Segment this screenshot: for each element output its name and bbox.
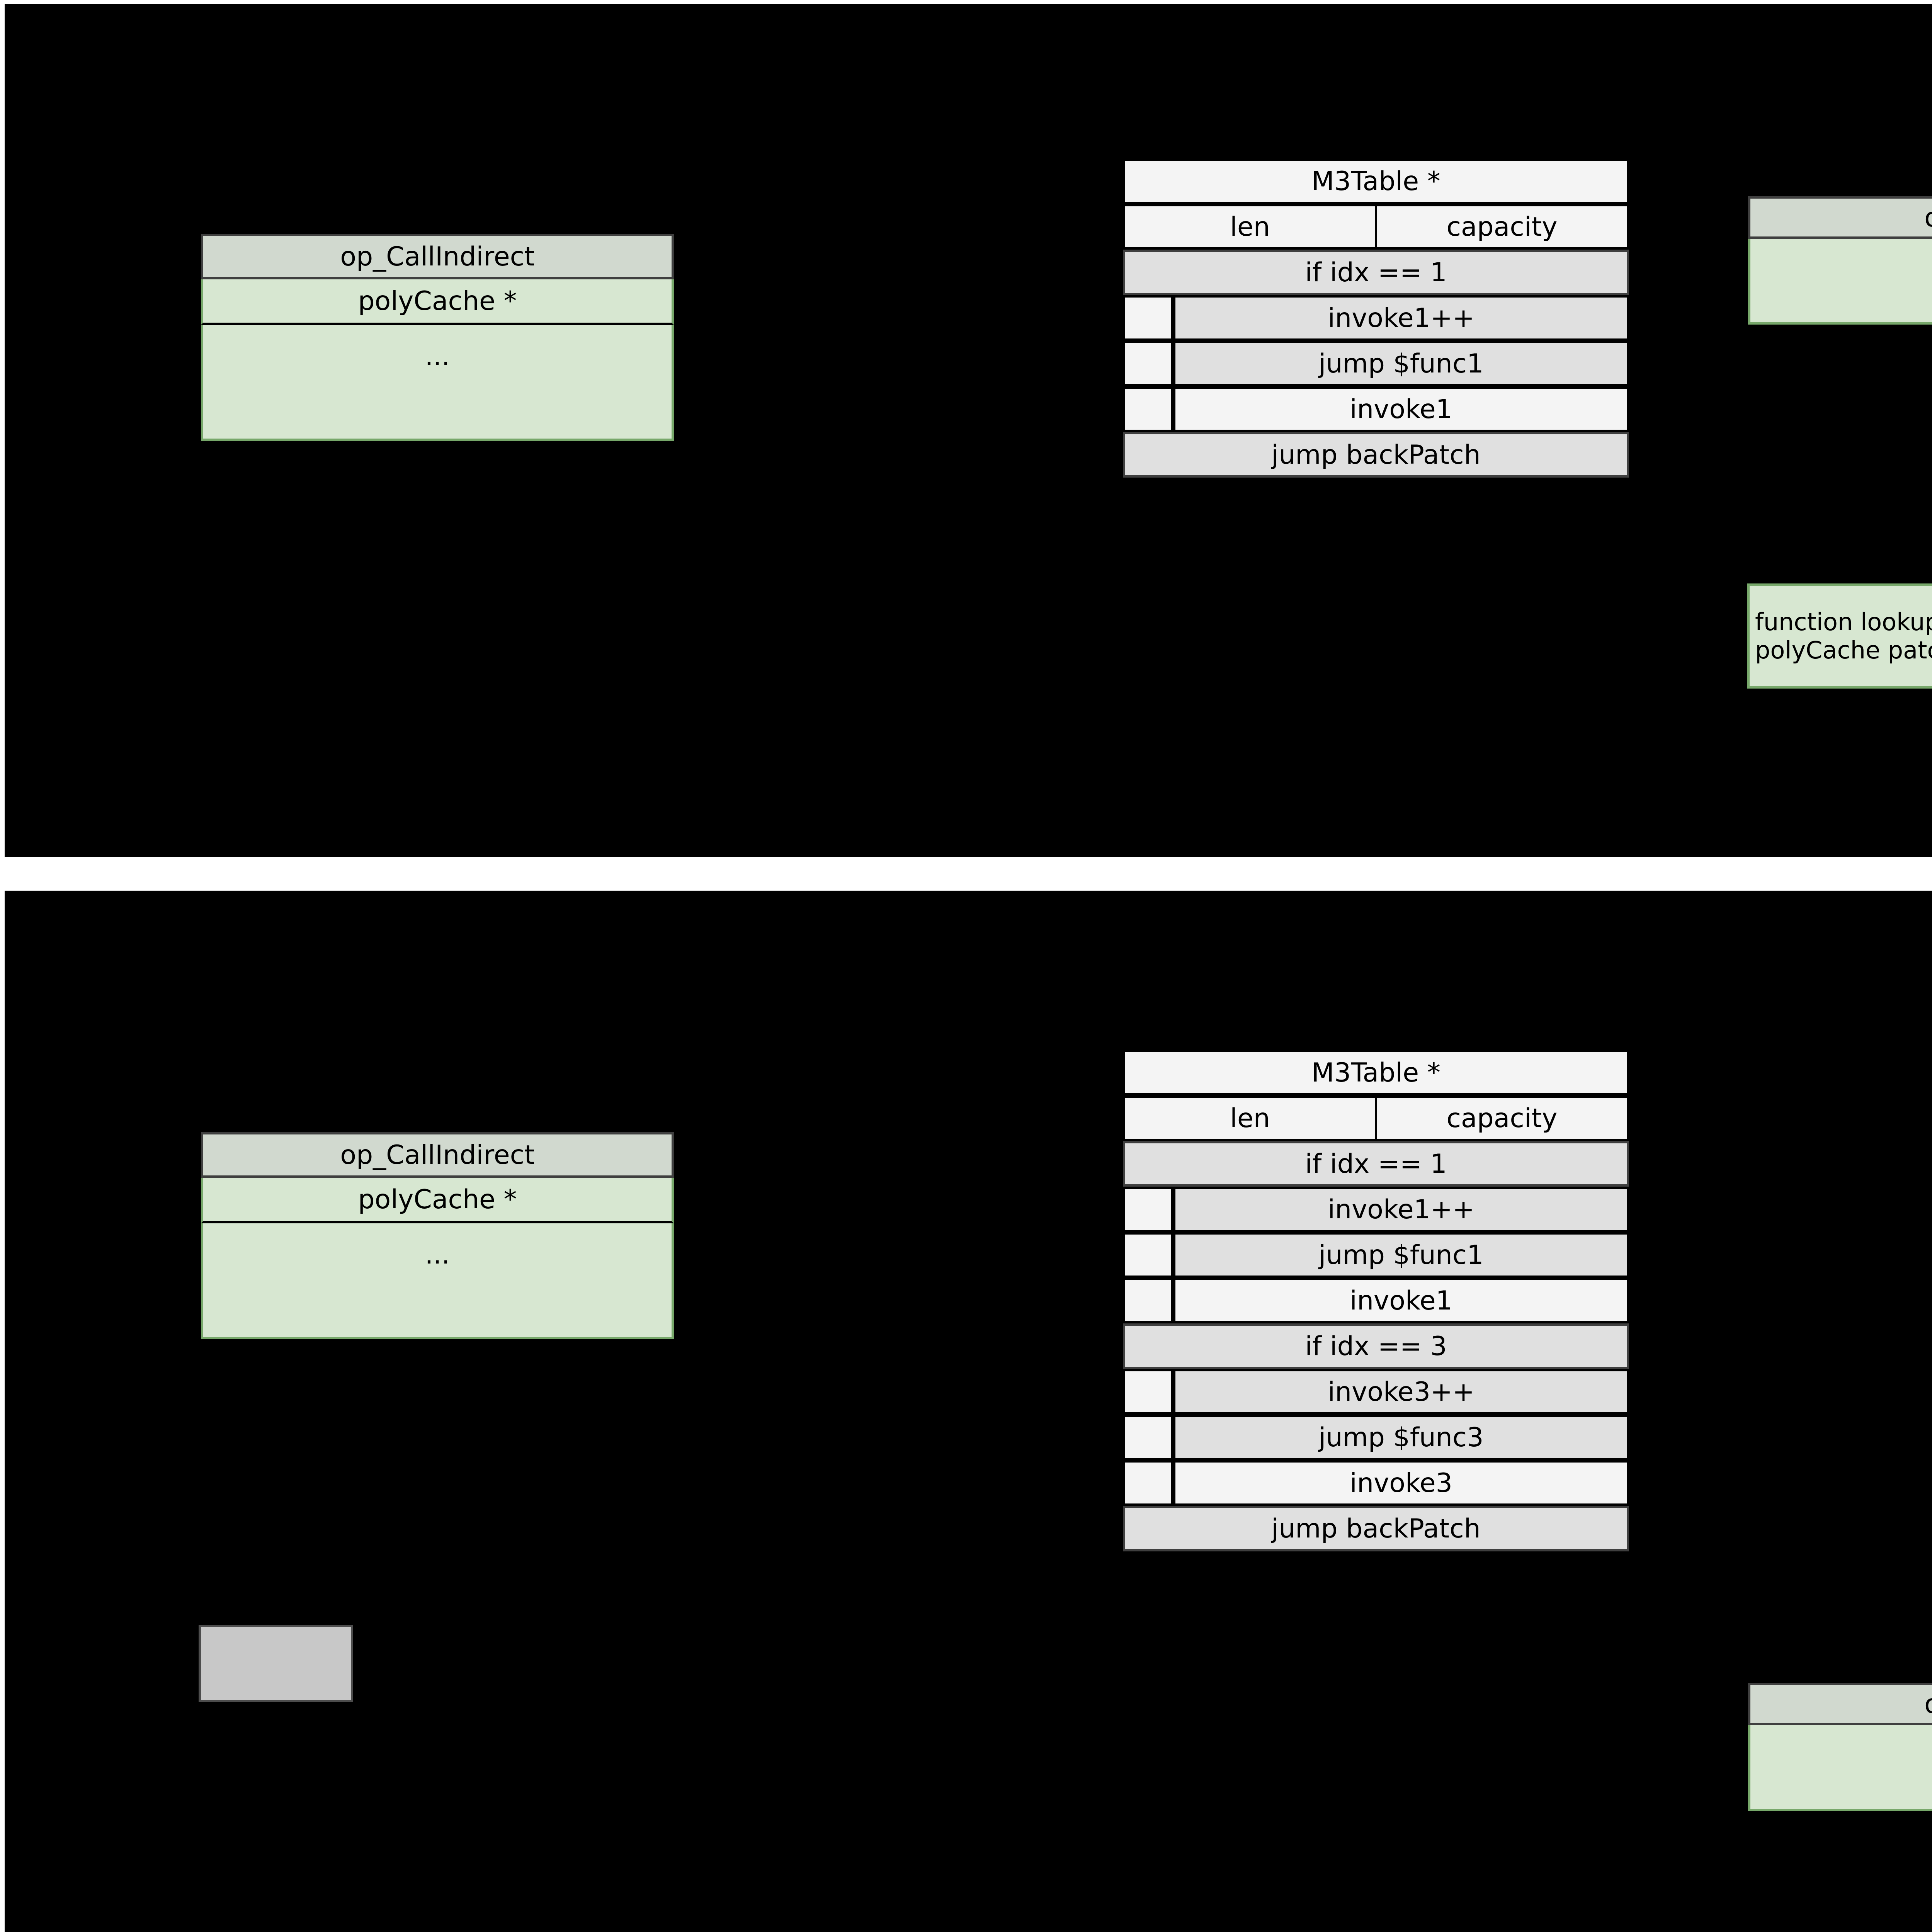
m3table-indent-b-1-0 (1123, 1369, 1173, 1415)
m3table-fields-row-a: len capacity (1123, 204, 1629, 250)
m3table-indent-b-0-0 (1123, 1187, 1173, 1232)
m3table-instruction-b-0-0: invoke1++ (1173, 1187, 1629, 1232)
op-entry-title-a: op_Entry (1748, 196, 1932, 239)
op-callindirect-body-a: ... (201, 325, 674, 441)
m3table-instruction-row-a-0-1: jump $func1 (1123, 341, 1629, 386)
m3table-fields-row-b: len capacity (1123, 1095, 1629, 1141)
panel-after-patching: op_CallIndirect polyCache * ... M3Table … (5, 891, 1932, 1932)
m3table-indent-b-1-1 (1123, 1415, 1173, 1460)
m3table-instruction-b-1-0: invoke3++ (1173, 1369, 1629, 1415)
m3table-branch-condition-b-1: if idx == 3 (1123, 1323, 1629, 1369)
m3table-instruction-row-b-0-1: jump $func1 (1123, 1232, 1629, 1278)
m3table-instruction-row-b-1-1: jump $func3 (1123, 1415, 1629, 1460)
m3table-len-b: len (1123, 1095, 1376, 1141)
m3table-footer-b: jump backPatch (1123, 1506, 1629, 1551)
op-callindirect-title-b: op_CallIndirect (201, 1132, 674, 1178)
op-callindirect-polycache-field-b: polyCache * (201, 1178, 674, 1223)
op-entry-body-a: ... (1748, 239, 1932, 325)
node-op-entry-a: op_Entry ... (1748, 196, 1932, 325)
op-entry-title-b: op_Entry (1748, 1683, 1932, 1725)
m3table-title-a: M3Table * (1123, 158, 1629, 204)
m3table-instruction-b-0-1: jump $func1 (1173, 1232, 1629, 1278)
node-m3table-b: M3Table * len capacity if idx == 1 invok… (1123, 1050, 1629, 1551)
m3table-footer-a: jump backPatch (1123, 432, 1629, 478)
m3table-indent-a-0-1 (1123, 341, 1173, 386)
m3table-instruction-row-a-0-0: invoke1++ (1123, 295, 1629, 341)
m3table-instruction-a-0-0: invoke1++ (1173, 295, 1629, 341)
panel-before-patching: op_CallIndirect polyCache * ... M3Table … (5, 4, 1932, 857)
note-line-2: polyCache patching (1755, 636, 1932, 664)
m3table-indent-b-0-2 (1123, 1278, 1173, 1323)
m3table-len-a: len (1123, 204, 1376, 250)
m3table-instruction-row-b-0-2: invoke1 (1123, 1278, 1629, 1323)
m3table-instruction-a-0-1: jump $func1 (1173, 341, 1629, 386)
node-op-entry-b: op_Entry ... (1748, 1683, 1932, 1811)
op-entry-body-b: ... (1748, 1725, 1932, 1811)
m3table-instruction-row-b-1-2: invoke3 (1123, 1460, 1629, 1506)
m3table-indent-a-0-0 (1123, 295, 1173, 341)
op-callindirect-polycache-field-a: polyCache * (201, 279, 674, 325)
empty-gray-box-b (199, 1625, 353, 1702)
op-callindirect-body-b: ... (201, 1223, 674, 1339)
m3table-indent-b-1-2 (1123, 1460, 1173, 1506)
m3table-indent-a-0-2 (1123, 386, 1173, 432)
node-m3table-a: M3Table * len capacity if idx == 1 invok… (1123, 158, 1629, 478)
op-callindirect-title-a: op_CallIndirect (201, 234, 674, 279)
m3table-instruction-row-b-1-0: invoke3++ (1123, 1369, 1629, 1415)
m3table-branch-condition-a-0: if idx == 1 (1123, 250, 1629, 295)
m3table-indent-b-0-1 (1123, 1232, 1173, 1278)
m3table-capacity-b: capacity (1376, 1095, 1629, 1141)
node-op-callindirect-a: op_CallIndirect polyCache * ... (201, 234, 674, 441)
m3table-instruction-a-0-2: invoke1 (1173, 386, 1629, 432)
m3table-instruction-b-0-2: invoke1 (1173, 1278, 1629, 1323)
m3table-branch-condition-b-0: if idx == 1 (1123, 1141, 1629, 1187)
m3table-instruction-b-1-1: jump $func3 (1173, 1415, 1629, 1460)
node-op-callindirect-b: op_CallIndirect polyCache * ... (201, 1132, 674, 1339)
m3table-title-b: M3Table * (1123, 1050, 1629, 1095)
m3table-instruction-row-b-0-0: invoke1++ (1123, 1187, 1629, 1232)
m3table-instruction-b-1-2: invoke3 (1173, 1460, 1629, 1506)
m3table-capacity-a: capacity (1376, 204, 1629, 250)
m3table-instruction-row-a-0-2: invoke1 (1123, 386, 1629, 432)
